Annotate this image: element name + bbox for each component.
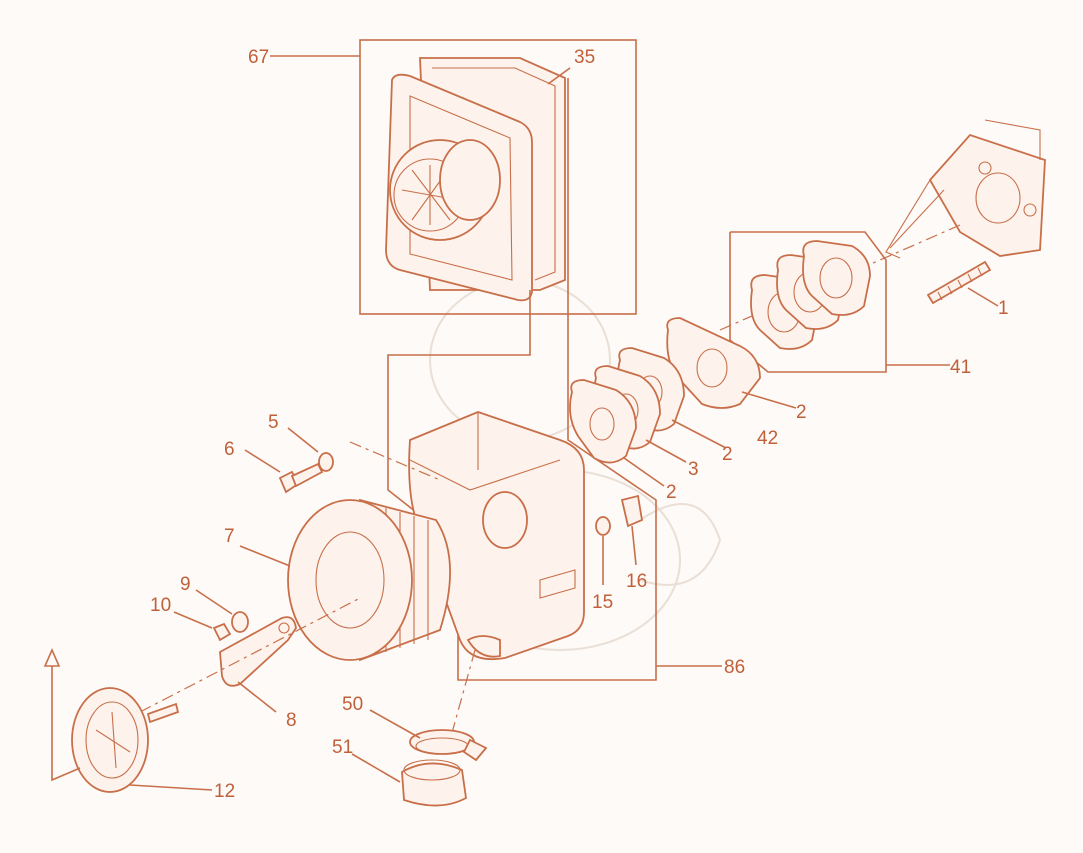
callout-3: 3 [688,459,699,480]
callout-86: 86 [724,657,745,678]
hose-clamp-50 [369,709,488,762]
callout-2-lower: 2 [666,482,677,503]
mounting-bracket [885,119,1046,259]
callout-7: 7 [224,526,235,547]
callout-35: 35 [574,47,595,68]
washer-5 [287,427,334,472]
callout-10: 10 [150,595,171,616]
callout-51: 51 [332,737,353,758]
filter-element-7 [239,498,451,662]
callout-67: 67 [248,47,269,68]
washer-15 [595,516,611,585]
knob-12 [71,687,213,793]
housing-assembly-86 [349,78,722,681]
callout-15: 15 [592,592,613,613]
callout-2-upper: 2 [796,402,807,423]
direction-arrow [43,648,81,782]
callout-8: 8 [286,710,297,731]
gasket-set-41 [729,231,950,373]
plug-screw-16 [620,494,644,566]
callout-9: 9 [180,574,191,595]
callout-42: 42 [757,428,778,449]
sleeve-51 [351,753,467,807]
callout-2-middle: 2 [722,444,733,465]
callout-50: 50 [342,694,363,715]
stud-1 [926,260,999,307]
callout-16: 16 [626,571,647,592]
callout-1: 1 [998,298,1009,319]
axis-line-clamp [449,649,476,741]
callout-41: 41 [950,357,971,378]
callout-5: 5 [268,412,279,433]
callout-labels: 67 35 1 41 2 42 2 3 2 5 6 7 9 10 8 15 16… [150,47,1009,802]
gasket-stack-2-3 [569,347,727,487]
screw-6 [244,449,324,494]
washer-9 [195,589,249,633]
callout-6: 6 [224,439,235,460]
nut-10 [173,611,232,642]
cover-assembly-67 [270,39,637,315]
callout-12: 12 [214,781,235,802]
axis-line-lower [139,597,361,713]
